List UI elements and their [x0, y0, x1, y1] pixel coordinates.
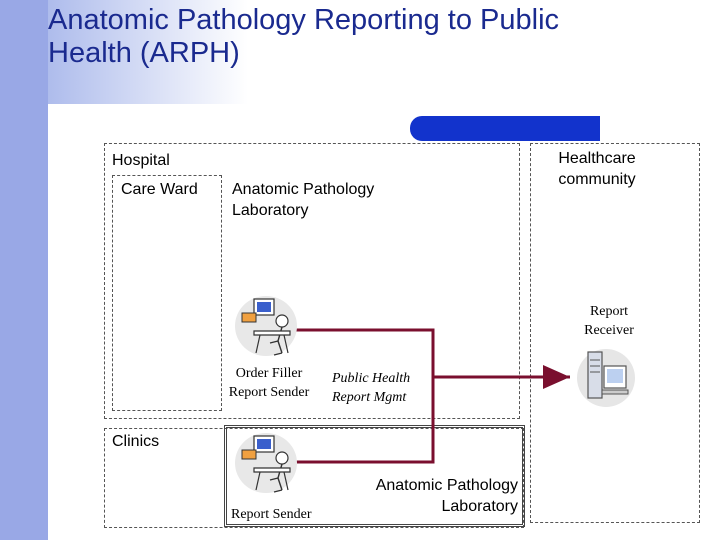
- workstation-icon: [235, 433, 297, 493]
- hospital-lab-label: Anatomic Pathology Laboratory: [232, 181, 375, 219]
- accent-bar: [410, 116, 600, 141]
- care-ward-box: [112, 175, 222, 411]
- title-line-1: Anatomic Pathology Reporting to Public: [48, 4, 560, 36]
- side-band: [0, 0, 48, 540]
- care-ward-label: Care Ward: [121, 181, 198, 198]
- clinics-lab-label: Anatomic Pathology Laboratory: [375, 477, 518, 515]
- healthcare-community-label: Healthcare community: [558, 150, 636, 188]
- slide-title: Anatomic Pathology Reporting to Public H…: [48, 4, 698, 70]
- clinics-label: Clinics: [112, 433, 160, 450]
- report-receiver-label: Report Receiver: [584, 304, 634, 338]
- clinics-lab-box: [224, 425, 525, 527]
- healthcare-community-box: [530, 143, 700, 523]
- header-gradient: [48, 0, 248, 104]
- hospital-connector: [295, 328, 435, 464]
- workstation-icon: [235, 296, 297, 356]
- title-line-2: Health (ARPH): [48, 37, 240, 69]
- server-icon: [577, 349, 635, 407]
- order-filler-label: Order Filler Report Sender: [228, 366, 310, 400]
- transaction-label: Public Health Report Mgmt: [332, 371, 411, 405]
- hospital-box: [104, 143, 520, 419]
- report-sender-label: Report Sender: [231, 507, 312, 522]
- hospital-label: Hospital: [112, 152, 170, 169]
